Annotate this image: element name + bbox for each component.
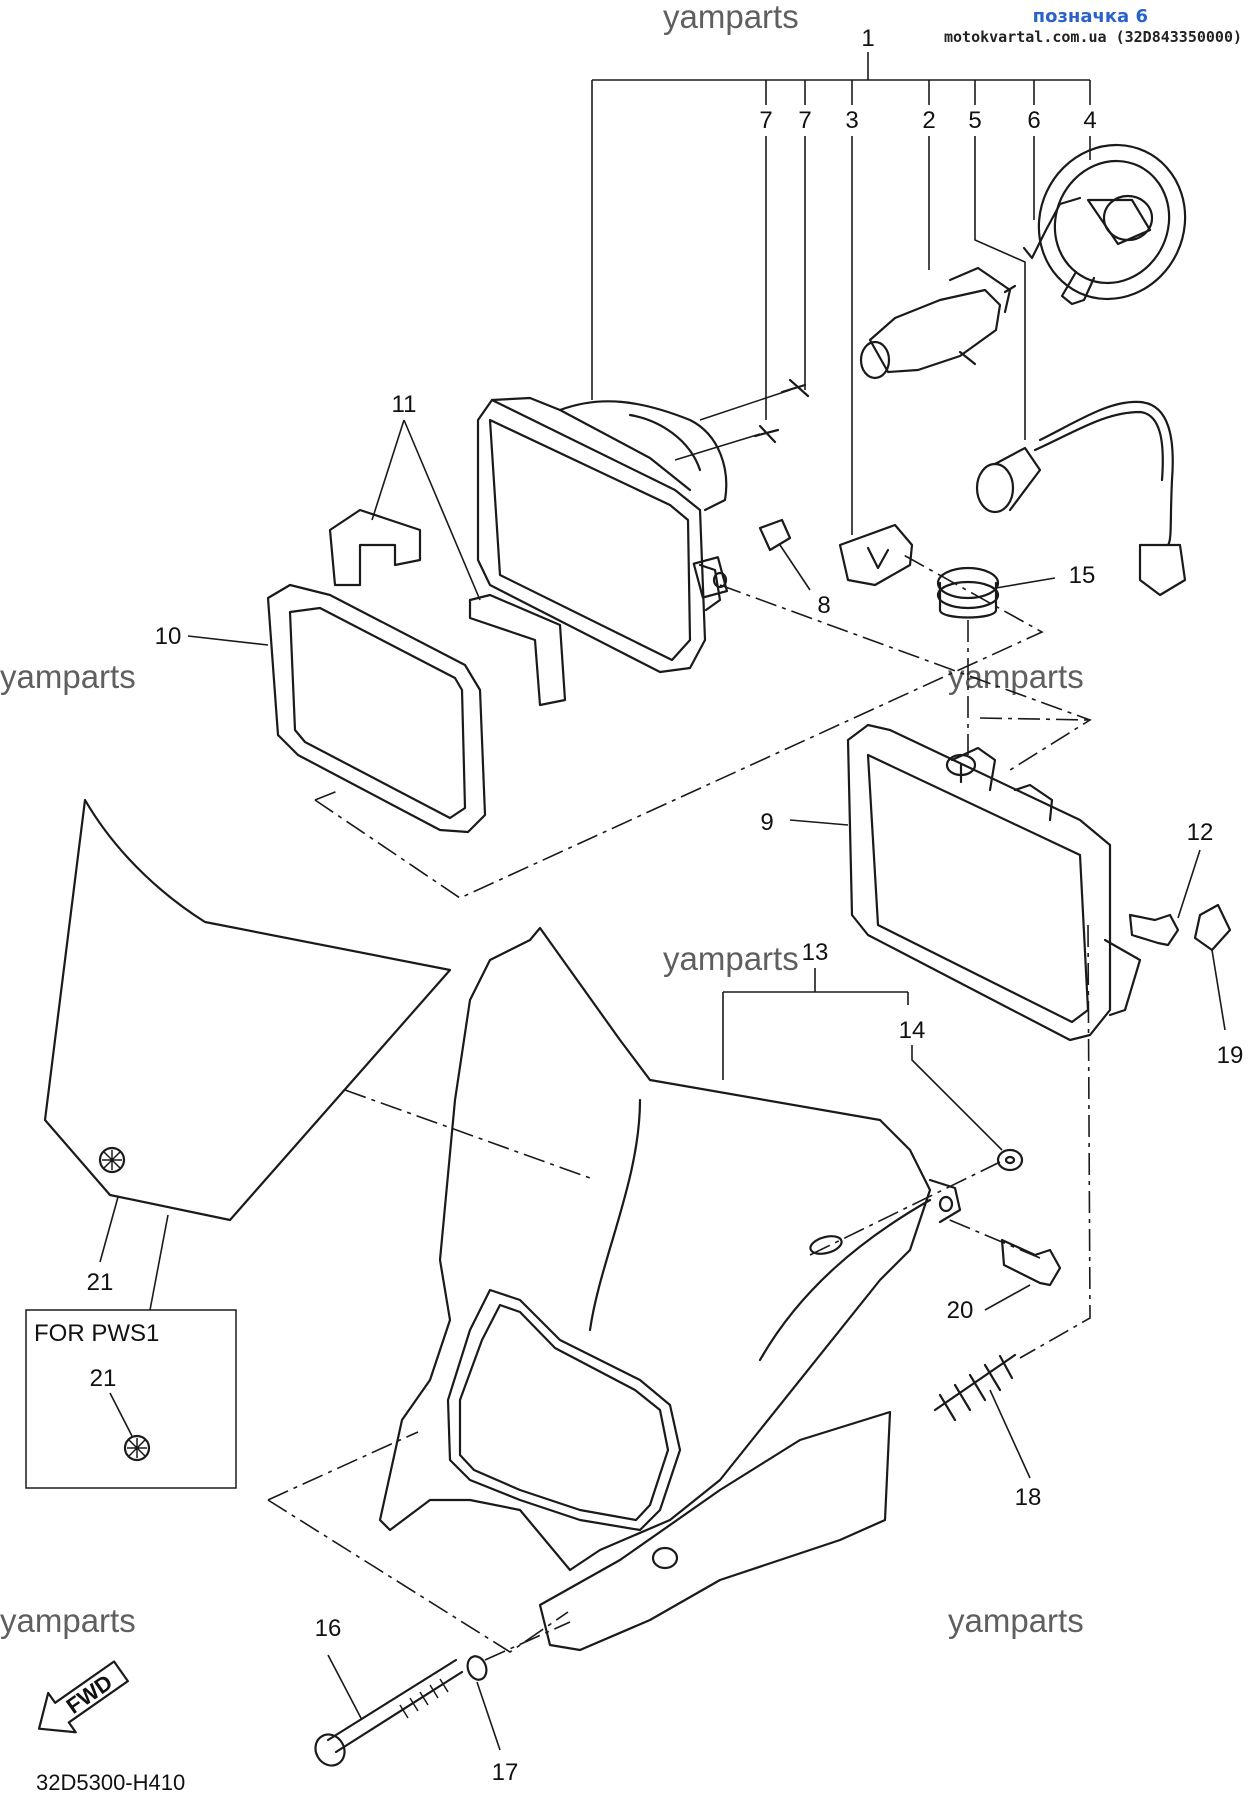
socket-cover-4 <box>1037 143 1187 301</box>
socket-harness-5 <box>975 400 1187 597</box>
callout-4: 4 <box>1083 107 1096 134</box>
callout-10: 10 <box>155 623 182 650</box>
fwd-arrow-icon: FWD <box>37 1660 129 1734</box>
inset-box-for-pws1 <box>25 1309 237 1489</box>
long-bolt-16 <box>314 1654 464 1767</box>
badge-label: позначка 6 <box>1033 6 1148 27</box>
clip-nut-19 <box>1193 903 1232 1031</box>
gasket-frame-10 <box>187 583 487 834</box>
rubber-strips-11 <box>328 419 567 707</box>
grommet-15 <box>936 566 1056 619</box>
watermark: yamparts <box>0 658 136 695</box>
spring-clip-6 <box>1022 196 1096 306</box>
washer-17 <box>466 1655 501 1751</box>
watermark: yamparts <box>663 940 799 977</box>
callout-7: 7 <box>798 107 811 134</box>
callout-19: 19 <box>1217 1042 1244 1069</box>
callout-11: 11 <box>392 391 417 418</box>
headlight-bracket-9 <box>789 723 1142 1042</box>
callout-5: 5 <box>968 107 981 134</box>
assembly-13-bracket <box>722 968 909 1080</box>
headlight-cowl-13 <box>378 926 962 1572</box>
callout-9: 9 <box>760 809 773 836</box>
callout-15: 15 <box>1069 562 1096 589</box>
callout-17: 17 <box>492 1759 519 1786</box>
watermark: yamparts <box>663 0 799 35</box>
callout-12: 12 <box>1187 819 1214 846</box>
halogen-bulb-2 <box>859 266 1017 380</box>
diagram-code: 32D5300-H410 <box>36 1770 185 1795</box>
headlight-unit <box>476 396 729 674</box>
callout-7: 7 <box>759 107 772 134</box>
nut-8 <box>758 518 811 591</box>
pilot-bulb-3 <box>838 523 914 587</box>
site-reference: motokvartal.com.ua (32D843350000) <box>944 28 1242 46</box>
washer-14 <box>911 1045 1024 1172</box>
callout-21-inset: 21 <box>90 1365 117 1392</box>
callout-2: 2 <box>922 107 935 134</box>
callout-3: 3 <box>845 107 858 134</box>
spring-18 <box>933 1353 1031 1479</box>
callout-13: 13 <box>802 939 829 966</box>
assembly-lines <box>267 552 1092 1661</box>
bolt-12 <box>1128 849 1201 947</box>
callout-18: 18 <box>1015 1484 1042 1511</box>
inset-label: FOR PWS1 <box>34 1320 159 1347</box>
callout-20: 20 <box>947 1297 974 1324</box>
screws-7 <box>674 378 810 461</box>
callout-1: 1 <box>861 25 874 52</box>
assembly-1-bracket <box>591 52 1091 400</box>
callout-21: 21 <box>87 1269 114 1296</box>
watermark: yamparts <box>0 1602 136 1639</box>
watermark: yamparts <box>948 1602 1084 1639</box>
callout-8: 8 <box>817 592 830 619</box>
callout-16: 16 <box>315 1615 342 1642</box>
fwd-label: FWD <box>62 1669 117 1718</box>
cowl-side-panel <box>538 1410 892 1652</box>
shield-panel-21 <box>43 798 452 1311</box>
callout-14: 14 <box>899 1017 926 1044</box>
bolt-20 <box>984 1238 1062 1311</box>
callout-6: 6 <box>1027 107 1040 134</box>
